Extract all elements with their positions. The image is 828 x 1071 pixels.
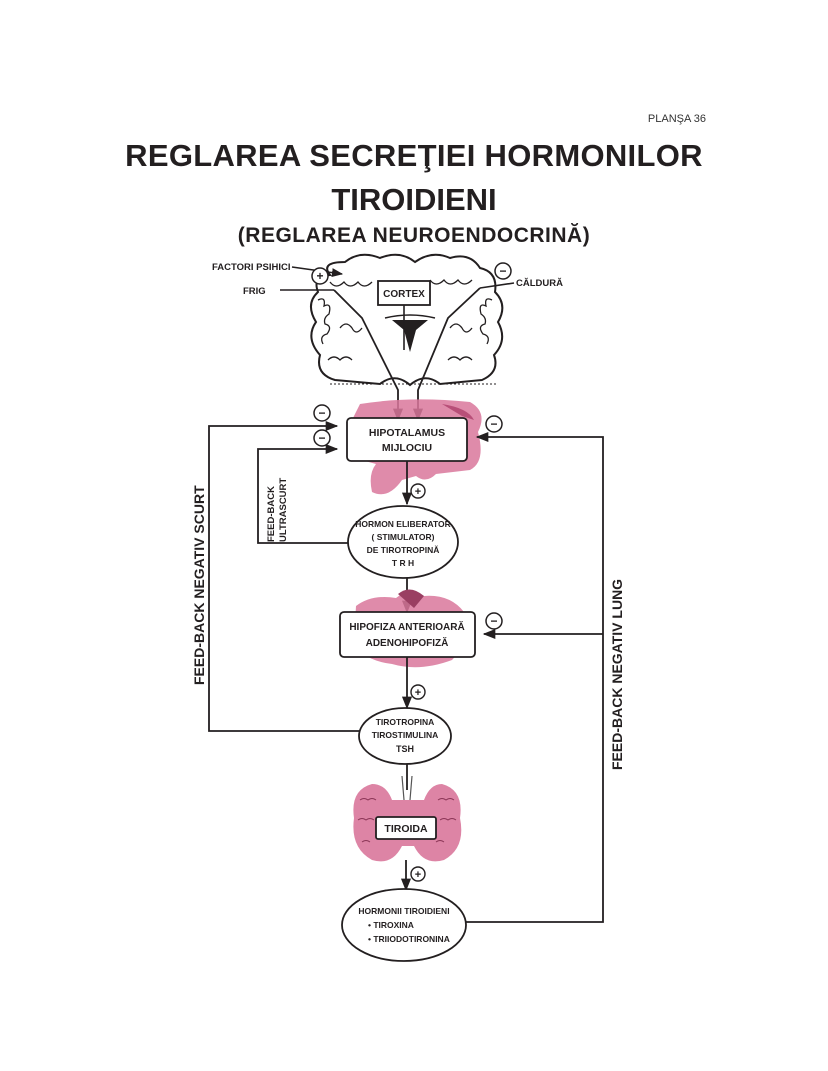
cold-label: FRIG [243, 286, 266, 297]
hypothalamus-box [346, 417, 468, 462]
heat-label: CĂLDURĂ [516, 278, 563, 289]
hypothalamus-label-2: MIJLOCIU [382, 442, 432, 454]
minus-sign-heat [494, 262, 512, 280]
hormones-label-2: • TIROXINA [368, 920, 414, 930]
ultrashort-label-2: ULTRASCURT [278, 478, 289, 542]
short-feedback-loop: − FEED-BACK NEGATIV SCURT [191, 404, 359, 732]
tsh-section: + TIROTROPINA TIROSTIMULINA TSH [358, 657, 452, 765]
ultrashort-feedback-loop: − FEED-BACK ULTRASCURT [257, 429, 348, 544]
title-line-2: TIROIDIENI [331, 182, 497, 217]
trh-label-2: ( STIMULATOR) [372, 532, 435, 542]
thyroid-box [375, 816, 437, 840]
trh-label-4: T R H [392, 558, 414, 568]
svg-text:−: − [318, 431, 325, 445]
hypothalamus-section: HIPOTALAMUS MIJLOCIU [346, 399, 482, 495]
pituitary-section: HIPOFIZA ANTERIOARĂ ADENOHIPOFIZĂ [339, 578, 476, 668]
svg-text:+: + [316, 269, 323, 283]
svg-text:+: + [415, 486, 421, 498]
svg-text:−: − [499, 264, 506, 278]
pituitary-label-1: HIPOFIZA ANTERIOARĂ [349, 620, 464, 633]
hypothalamus-label-1: HIPOTALAMUS [369, 427, 445, 439]
plus-sign-thyroid [410, 866, 426, 882]
pituitary-label-2: ADENOHIPOFIZĂ [366, 636, 449, 649]
subtitle: (REGLAREA NEUROENDOCRINĂ) [237, 224, 591, 247]
cortex-label: CORTEX [383, 289, 425, 300]
long-feedback-loop: − − FEED-BACK NEGATIV LUNG [466, 415, 625, 923]
input-arrows: FACTORI PSIHICI + FRIG CĂLDURĂ − [212, 262, 563, 422]
tsh-label-2: TIROSTIMULINA [372, 730, 439, 740]
cortex-box [377, 280, 431, 306]
minus-sign-ultrashort [313, 429, 331, 447]
brain-illustration: CORTEX [310, 253, 504, 387]
svg-text:−: − [318, 406, 325, 420]
thyroid-hormones-node [341, 888, 467, 962]
minus-sign-long-hypothalamus [485, 415, 503, 433]
plus-sign-psychic [311, 267, 329, 285]
trh-label-1: HORMON ELIBERATOR [355, 519, 451, 529]
psychic-factors-label: FACTORI PSIHICI [212, 262, 290, 273]
hormones-label-3: • TRIIODOTIRONINA [368, 934, 450, 944]
svg-text:−: − [490, 614, 497, 628]
title-line-1: REGLAREA SECREŢIEI HORMONILOR [125, 138, 703, 173]
svg-text:−: − [490, 417, 497, 431]
minus-sign-long-pituitary [485, 612, 503, 630]
svg-text:+: + [415, 687, 421, 699]
tsh-label-1: TIROTROPINA [376, 717, 435, 727]
trh-section: + HORMON ELIBERATOR ( STIMULATOR) DE TIR… [347, 461, 459, 579]
plate-number: PLANŞA 36 [647, 113, 706, 125]
plus-sign-tsh [410, 684, 426, 700]
thyroid-section: TIROIDA + [353, 764, 462, 892]
thyroid-label: TIROIDA [384, 823, 428, 835]
tsh-node [358, 707, 452, 765]
thyroid-hormones-section: HORMONII TIROIDIENI • TIROXINA • TRIIODO… [341, 888, 467, 962]
tsh-label-3: TSH [396, 744, 414, 754]
minus-sign-short [313, 404, 331, 422]
trh-node [347, 505, 459, 579]
trh-label-3: DE TIROTROPINĂ [367, 545, 440, 555]
plus-sign-trh [410, 483, 426, 499]
pituitary-box [339, 611, 476, 658]
short-feedback-label: FEED-BACK NEGATIV SCURT [191, 485, 207, 685]
hormones-label-1: HORMONII TIROIDIENI [358, 906, 449, 916]
ultrashort-label-1: FEED-BACK [266, 486, 277, 542]
long-feedback-label: FEED-BACK NEGATIV LUNG [609, 579, 625, 770]
svg-text:+: + [415, 869, 421, 881]
